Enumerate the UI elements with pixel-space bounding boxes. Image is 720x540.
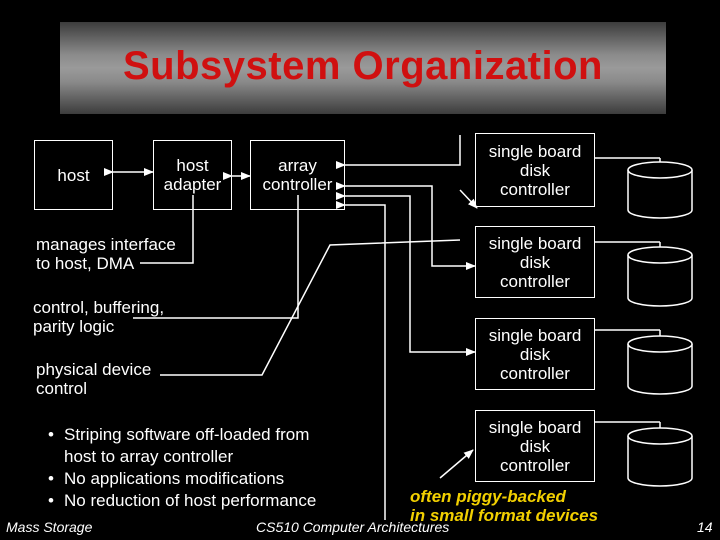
disk-controller-role-leader	[160, 239, 461, 376]
bus-4	[336, 201, 386, 520]
disk-controller-3: single board disk controller	[475, 318, 595, 390]
adapter-role-label: manages interface to host, DMA	[36, 235, 176, 273]
disk-controller-2: single board disk controller	[475, 226, 595, 298]
array-controller-box: array controller	[250, 140, 345, 210]
footer-left: Mass Storage	[6, 519, 93, 535]
bullet-item: No applications modifications	[48, 468, 316, 490]
page-number: 14	[697, 519, 713, 535]
bus-4-branch	[439, 449, 474, 479]
slide-title: Subsystem Organization	[123, 44, 603, 88]
footer-center: CS510 Computer Architectures	[256, 519, 450, 535]
disk-controller-role-label: physical device control	[36, 360, 152, 398]
controller-role-leader	[133, 195, 299, 319]
bus-3	[336, 192, 476, 356]
bullet-item: Striping software off-loaded from host t…	[48, 424, 316, 468]
host-box: host	[34, 140, 113, 210]
disk-3-icon	[627, 335, 693, 395]
host-adapter-box: host adapter	[153, 140, 232, 210]
bullet-list: Striping software off-loaded from host t…	[48, 424, 316, 512]
disk-controller-1: single board disk controller	[475, 133, 595, 207]
disk-4-icon	[627, 427, 693, 487]
disk-1-icon	[627, 161, 693, 219]
bullet-item: No reduction of host performance	[48, 490, 316, 512]
adapter-role-leader	[140, 195, 194, 264]
title-banner	[60, 22, 666, 114]
bus-1	[336, 135, 461, 169]
controller-role-label: control, buffering, parity logic	[33, 298, 165, 336]
disk-controller-4: single board disk controller	[475, 410, 595, 482]
piggyback-note: often piggy-backed in small format devic…	[410, 487, 599, 525]
disk-2-icon	[627, 246, 693, 307]
